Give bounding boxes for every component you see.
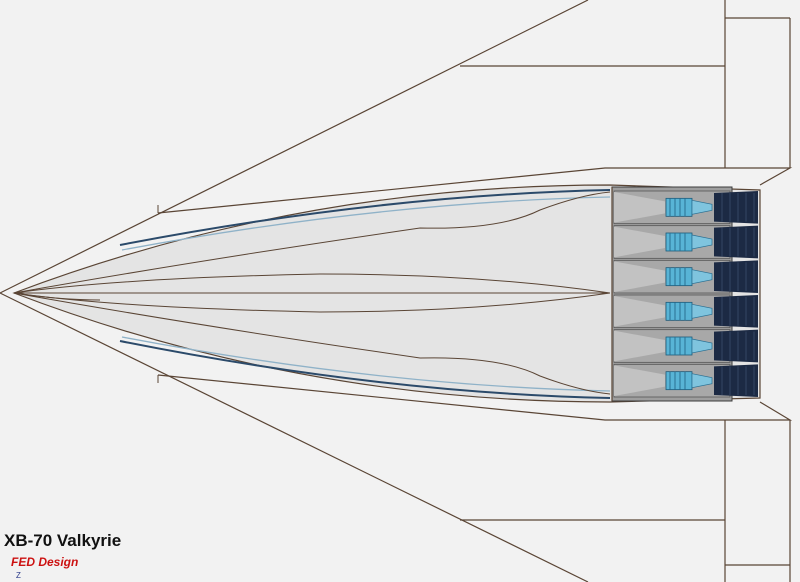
engine-group xyxy=(613,190,758,398)
upper-wing xyxy=(0,0,793,294)
engine-2 xyxy=(613,225,758,259)
engine-4 xyxy=(613,294,758,329)
intake-edges-light xyxy=(121,196,611,392)
engine-6 xyxy=(613,363,758,398)
designer-subtitle: FED Design xyxy=(11,555,79,569)
lower-wing xyxy=(0,292,793,582)
engine-5 xyxy=(613,329,758,363)
fuselage-contours xyxy=(13,191,611,395)
engine-3 xyxy=(613,259,758,294)
aircraft-title: XB-70 Valkyrie xyxy=(4,531,122,550)
intake-edges xyxy=(119,189,611,399)
axis-label: Z xyxy=(16,571,21,580)
engine-1 xyxy=(613,190,758,225)
